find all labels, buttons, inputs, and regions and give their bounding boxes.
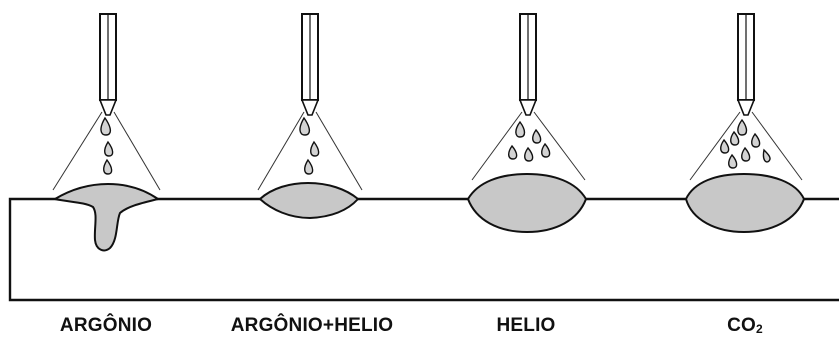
label-co2-subscript: 2 — [756, 322, 763, 336]
droplet — [310, 140, 320, 157]
label-helium-text: HELIO — [496, 315, 556, 336]
label-argon-helium-text: ARGÔNIO+HELIO — [230, 315, 394, 336]
droplet — [515, 120, 526, 138]
droplet — [730, 130, 740, 146]
torch-helium — [518, 13, 538, 116]
metal-droplets-co2 — [720, 118, 771, 169]
torch-argon — [98, 13, 118, 116]
base-metal-plate — [8, 197, 839, 302]
label-argon-text: ARGÔNIO — [59, 315, 153, 336]
droplet — [104, 140, 114, 157]
metal-droplets-helium — [508, 120, 551, 162]
droplet — [741, 146, 751, 162]
droplet — [728, 153, 738, 169]
droplet — [720, 138, 730, 154]
droplet — [304, 158, 314, 175]
arc-cone-argon — [52, 111, 161, 191]
droplet — [524, 146, 534, 162]
label-argon: ARGÔNIO — [60, 315, 152, 337]
droplet — [762, 148, 771, 163]
torch-argon-helium — [300, 13, 320, 116]
droplet — [751, 132, 761, 148]
droplet — [737, 118, 748, 136]
arc-cone-co2 — [689, 111, 803, 181]
weld-pool-co2 — [684, 172, 806, 234]
droplet — [541, 142, 551, 158]
droplet — [532, 128, 542, 144]
metal-droplets-argon-helium — [299, 116, 320, 175]
arc-cone-helium — [471, 111, 586, 181]
contact-tip — [736, 99, 756, 116]
contact-tip — [98, 99, 118, 116]
arc-cone-argon-helium — [257, 111, 363, 191]
weld-pool-argon — [52, 182, 161, 252]
droplet — [508, 144, 518, 160]
weld-pool-argon-helium — [258, 181, 360, 220]
torch-co2 — [736, 13, 756, 116]
metal-droplets-argon — [100, 116, 114, 175]
droplet — [100, 116, 112, 136]
contact-tip — [300, 99, 320, 116]
droplet — [103, 158, 113, 175]
label-co2-text: CO — [727, 315, 757, 336]
label-argon-helium: ARGÔNIO+HELIO — [231, 315, 394, 337]
label-helium: HELIO — [496, 315, 555, 337]
droplet — [299, 116, 311, 136]
weld-pool-helium — [466, 172, 588, 234]
label-co2: CO2 — [727, 315, 763, 337]
contact-tip — [518, 99, 538, 116]
